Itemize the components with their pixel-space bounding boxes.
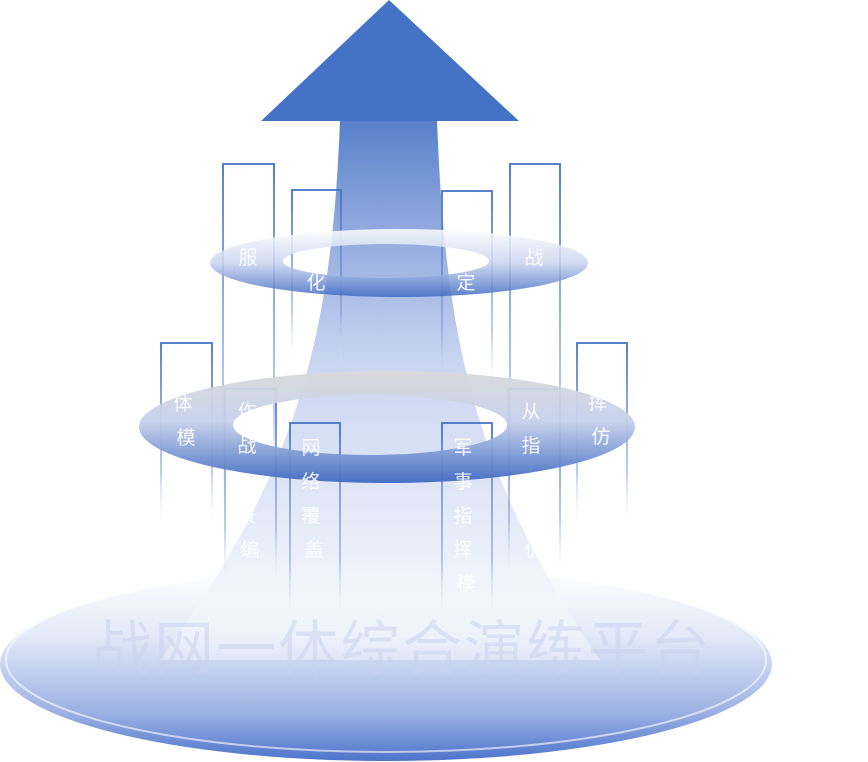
col5-char: 覆 (301, 505, 320, 527)
column-8 (509, 163, 561, 515)
col7-char: 事 (453, 471, 472, 493)
upper-ring (210, 229, 588, 297)
arrow-head (261, 0, 519, 121)
col7-char: 模 (456, 573, 475, 595)
lower-ring (139, 371, 635, 483)
column-2-text: 服 (238, 247, 257, 269)
col1-char: 模 (176, 427, 195, 449)
column-4-text: 化 (306, 272, 325, 294)
col3-char: 景 (237, 505, 256, 527)
col9-char: 从 (521, 401, 540, 423)
col5-char: 络 (301, 471, 320, 493)
col3-char: 战 (237, 435, 256, 457)
col7-char: 指 (453, 505, 472, 527)
column-1-text: 体 模 (173, 393, 198, 449)
col10-char: 仿 (591, 426, 610, 448)
column-7-text: 军 事 指 挥 模 (453, 437, 478, 595)
col3-char: 作 (237, 401, 256, 423)
column-3-text: 作 战 景 编 (237, 401, 262, 561)
platform-title: 战网一体综合演练平台 (92, 615, 712, 685)
column-9-text: 从 指 仿 (521, 401, 546, 561)
column-5-text: 网 络 覆 盖 (301, 437, 326, 561)
column-6-text: 定 (456, 272, 475, 294)
col8-char: 战 (524, 247, 543, 269)
col5-char: 网 (301, 437, 320, 459)
col6-char: 定 (456, 272, 475, 294)
column-2 (222, 163, 275, 515)
col10-char: 挥 (588, 392, 607, 414)
col5-char: 盖 (304, 539, 323, 561)
column-8-text: 战 (524, 247, 543, 269)
col1-char: 体 (173, 393, 192, 415)
col4-char: 化 (306, 272, 325, 294)
col7-char: 挥 (453, 539, 472, 561)
col7-char: 军 (453, 437, 472, 459)
col2-char: 服 (238, 247, 257, 269)
column-10-text: 挥 仿 (588, 392, 613, 448)
col9-char: 仿 (524, 539, 543, 561)
col9-char: 指 (521, 435, 540, 457)
col3-char: 编 (240, 539, 259, 561)
